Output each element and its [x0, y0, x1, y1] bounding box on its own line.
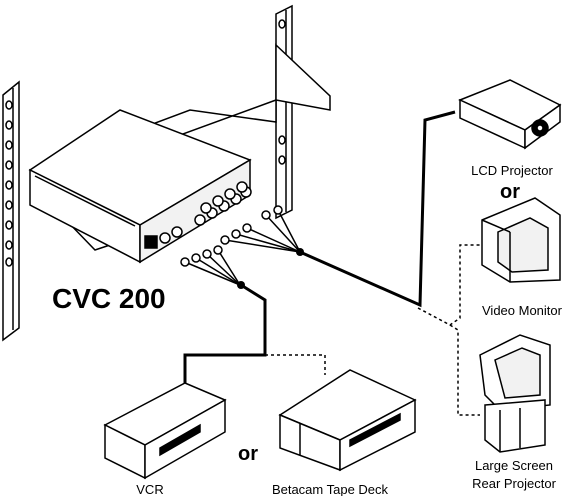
lcd-projector-label: LCD Projector	[471, 163, 553, 178]
lcd-projector	[458, 79, 562, 150]
vcr	[103, 382, 227, 480]
betacam-tape-deck	[278, 369, 417, 472]
or-label-lcd: or	[500, 181, 520, 203]
cable-to-rear-projector	[449, 324, 480, 416]
video-monitor	[481, 197, 561, 283]
output-breakout-cable	[220, 205, 301, 253]
device-title: CVC 200	[52, 283, 166, 314]
or-label-vcr: or	[238, 443, 258, 465]
right-rack-rail	[275, 4, 293, 220]
cable-to-vcr	[183, 283, 267, 385]
video-monitor-label: Video Monitor	[482, 303, 563, 318]
cvc200-unit	[28, 109, 252, 264]
betacam-label: Betacam Tape Deck	[272, 482, 389, 496]
input-breakout-cable	[180, 245, 241, 286]
rear-projector-label-line1: Large Screen	[475, 458, 553, 473]
rear-projector-label-line2: Rear Projector	[472, 476, 556, 491]
left-rack-rail	[2, 80, 20, 342]
cable-to-betacam	[265, 354, 326, 375]
vcr-label: VCR	[136, 482, 163, 496]
cable-to-lcd-projector	[299, 110, 456, 308]
rear-projector	[479, 334, 551, 453]
cable-to-video-monitor	[417, 244, 482, 326]
